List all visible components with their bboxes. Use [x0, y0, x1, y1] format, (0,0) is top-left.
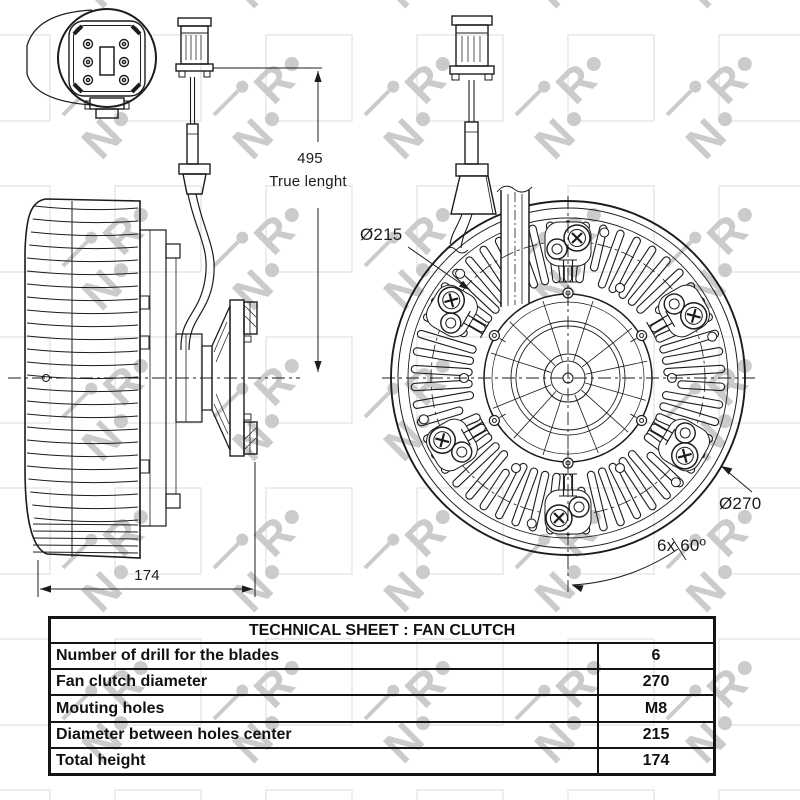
flange-hatching — [213, 321, 230, 435]
table-row-hole-circle: Diameter between holes center 215 — [51, 722, 713, 749]
connector-front-view — [26, 8, 157, 119]
table-row-drill-count: Number of drill for the blades 6 — [51, 644, 713, 671]
row-value: 6 — [597, 644, 713, 669]
table-row-total-height: Total height 174 — [51, 748, 713, 774]
dimension-174 — [37, 462, 256, 597]
label-bolt-circle-diameter: Ø215 — [360, 225, 403, 244]
table-row-diameter: Fan clutch diameter 270 — [51, 670, 713, 697]
technical-sheet-table: TECHNICAL SHEET : FAN CLUTCH Number of d… — [48, 616, 716, 776]
row-value: 174 — [597, 748, 713, 774]
hub-spokes — [490, 300, 648, 456]
dimension-495 — [213, 67, 322, 372]
row-label: Mouting holes — [56, 699, 165, 717]
cable-conduit — [496, 185, 533, 307]
connector-key-slot — [99, 46, 115, 76]
connector-pins — [82, 38, 130, 86]
row-label: Fan clutch diameter — [56, 673, 208, 691]
label-outer-diameter: Ø270 — [719, 494, 762, 513]
sensor-cable-right — [443, 15, 497, 254]
sensor-cable-left — [175, 17, 215, 351]
fan-clutch-side-view — [8, 198, 300, 559]
row-value: M8 — [597, 696, 713, 721]
label-drill-pattern: 6x 60º — [657, 536, 706, 555]
row-label: Total height — [56, 751, 146, 769]
side-view-fins — [26, 205, 139, 554]
row-value: 270 — [597, 670, 713, 695]
label-total-height: 174 — [134, 567, 160, 584]
leader-dia215 — [407, 246, 471, 291]
label-true-length: True lenght — [269, 173, 347, 190]
table-row-mounting-holes: Mouting holes M8 — [51, 696, 713, 723]
table-title: TECHNICAL SHEET : FAN CLUTCH — [51, 619, 713, 644]
row-label: Diameter between holes center — [56, 725, 292, 743]
dimension-arrowheads — [40, 71, 733, 593]
arc-6x60 — [571, 548, 679, 586]
label-true-length-value: 495 — [297, 150, 323, 167]
row-value: 215 — [597, 722, 713, 747]
fan-clutch-front-view — [382, 15, 756, 592]
row-label: Number of drill for the blades — [56, 647, 280, 665]
